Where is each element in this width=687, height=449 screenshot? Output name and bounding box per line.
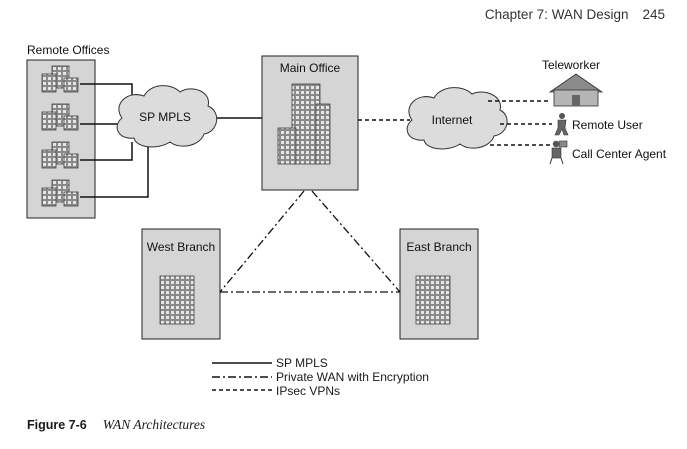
house-icon xyxy=(548,73,604,107)
teleworker-label: Teleworker xyxy=(542,58,601,72)
remote-offices-label: Remote Offices xyxy=(27,43,110,57)
internet-cloud-icon xyxy=(406,87,508,150)
figure-number: Figure 7-6 xyxy=(27,418,87,432)
east-branch-building-icon xyxy=(415,275,451,325)
chapter-title: Chapter 7: WAN Design xyxy=(484,7,629,22)
ipsec-client-links xyxy=(488,100,552,146)
main-office-building-icon xyxy=(277,83,331,165)
sp-mpls-cloud-icon xyxy=(116,85,218,148)
internet-label: Internet xyxy=(431,113,473,127)
legend-private-wan: Private WAN with Encryption xyxy=(276,370,429,384)
remote-user-icon xyxy=(554,113,569,136)
west-branch-building-icon xyxy=(159,275,195,325)
main-office-label: Main Office xyxy=(279,61,341,75)
page-header: Chapter 7: WAN Design 245 xyxy=(485,7,665,22)
page-number: 245 xyxy=(642,7,665,22)
sp-mpls-label: SP MPLS xyxy=(139,110,191,124)
figure-title: WAN Architectures xyxy=(102,417,206,432)
call-center-agent-icon xyxy=(549,140,568,165)
call-center-agent-label: Call Center Agent xyxy=(572,147,667,161)
legend-ipsec-vpns: IPsec VPNs xyxy=(276,384,341,398)
figure-caption: Figure 7-6 WAN Architectures xyxy=(27,417,205,433)
east-branch-label: East Branch xyxy=(406,240,472,254)
legend-sp-mpls: SP MPLS xyxy=(276,356,328,370)
legend-lines xyxy=(212,362,272,391)
remote-user-label: Remote User xyxy=(572,118,643,132)
west-branch-label: West Branch xyxy=(146,240,216,254)
private-wan-links xyxy=(219,190,401,293)
